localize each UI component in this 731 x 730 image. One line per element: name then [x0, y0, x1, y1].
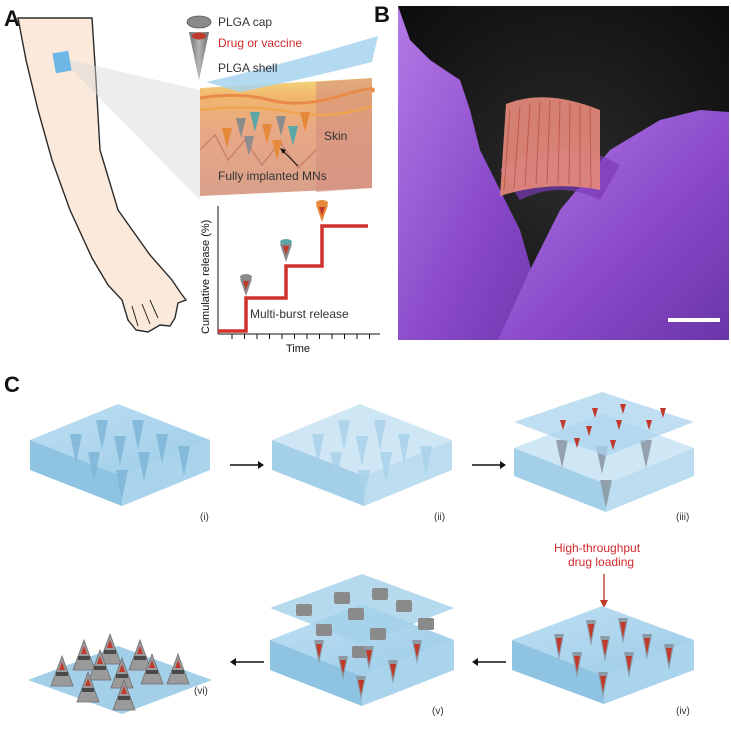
step-iii-mold [514, 392, 694, 512]
y-axis-label: Cumulative release (%) [200, 220, 212, 334]
standing-microneedle [72, 638, 96, 671]
skin-block [199, 78, 375, 196]
skin-label: Skin [324, 129, 347, 143]
burst-icon-2 [280, 239, 292, 262]
step-vi-patch [28, 632, 212, 714]
arrow-iv-v-head [472, 658, 478, 666]
standing-microneedle [98, 632, 122, 665]
step-i-mold [30, 404, 210, 506]
implanted-microneedles [222, 112, 310, 160]
patch-on-arm [52, 50, 72, 74]
step-label-vi: (vi) [194, 686, 208, 697]
step-iv-mold [512, 606, 694, 704]
standing-microneedle [76, 670, 100, 703]
release-annotation: Multi-burst release [250, 307, 349, 321]
loading-arrow-head [600, 600, 608, 608]
burst-icon-1 [240, 274, 252, 296]
legend-plga-shell: PLGA shell [218, 61, 277, 75]
step-label-iv: (iv) [676, 706, 690, 717]
step-ii-mold [272, 404, 452, 506]
loading-label-line1: High-throughput [554, 541, 641, 555]
standing-microneedle [112, 678, 136, 711]
standing-microneedle [88, 648, 112, 681]
step-label-iii: (iii) [676, 512, 689, 523]
arm-illustration [17, 17, 188, 333]
photo-microneedle-patch [398, 6, 729, 340]
standing-microneedle [140, 652, 164, 685]
standing-microneedle [166, 652, 190, 685]
standing-microneedle [128, 638, 152, 671]
arrow-ii-iii-head [500, 461, 506, 469]
release-chart: Cumulative release (%) Time Multi-burst … [200, 200, 380, 355]
step-label-i: (i) [200, 512, 209, 523]
release-line [218, 224, 368, 333]
x-ticks [231, 334, 370, 339]
scale-bar [668, 318, 720, 322]
legend-microneedle-icon [186, 15, 212, 80]
panel-letter-c: C [4, 372, 20, 397]
step-v-mold [270, 574, 454, 706]
arrow-v-vi-head [230, 658, 236, 666]
step-label-ii: (ii) [434, 512, 445, 523]
step-label-v: (v) [432, 706, 444, 717]
patch-backing [206, 36, 378, 92]
arrow-i-ii-head [258, 461, 264, 469]
panel-letter-b: B [374, 2, 390, 27]
legend-drug: Drug or vaccine [218, 36, 302, 50]
legend-plga-cap: PLGA cap [218, 15, 272, 29]
zoom-callout [70, 60, 200, 200]
x-axis-label: Time [286, 343, 310, 355]
implant-label: Fully implanted MNs [218, 169, 327, 183]
loading-label-line2: drug loading [568, 555, 634, 569]
standing-microneedle [50, 654, 74, 687]
panel-letter-a: A [4, 6, 20, 31]
burst-icon-3 [316, 200, 328, 222]
